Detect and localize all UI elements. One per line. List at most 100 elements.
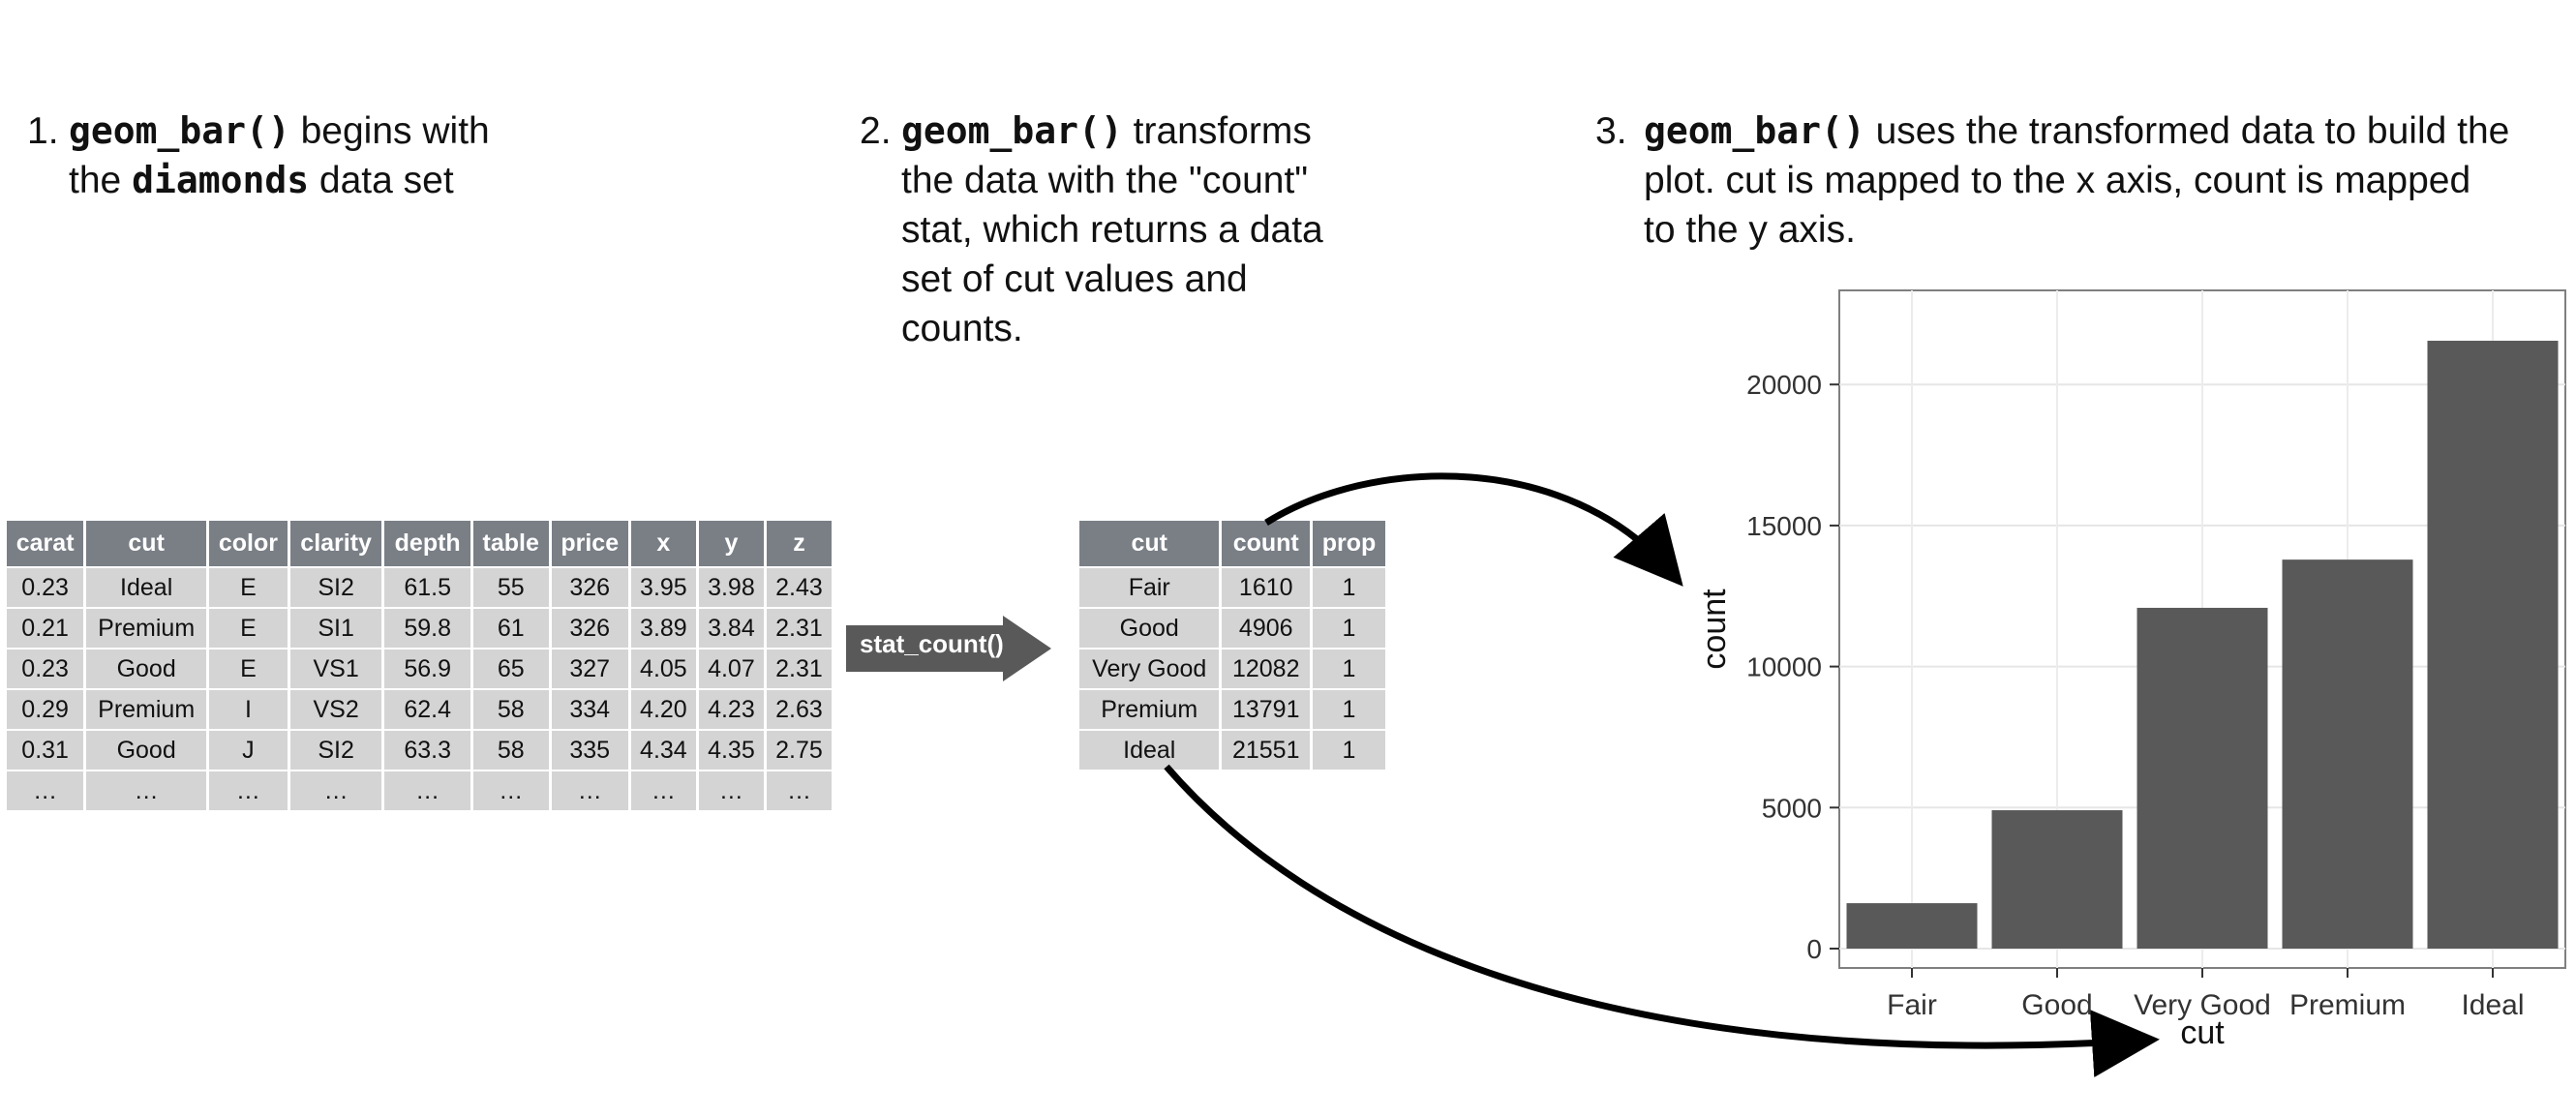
table-cell: 2.31 [766,650,832,690]
table-cell: … [630,771,696,812]
table-cell: 3.84 [698,609,764,650]
step-2-number: 2. [860,110,892,152]
y-tick-label: 10000 [1746,652,1822,682]
step-2-line-1: transforms [1122,110,1312,152]
y-tick-label: 0 [1806,934,1822,964]
table-cell: 0.29 [7,690,84,731]
table-cell: Premium [86,609,207,650]
step-1-code: geom_bar() [69,109,290,152]
table-cell: … [551,771,628,812]
y-tick-label: 5000 [1762,793,1822,823]
diamonds-header-4: depth [384,521,470,568]
table-cell: E [209,568,288,609]
table-cell: 65 [472,650,549,690]
diamonds-header-8: y [698,521,764,568]
y-tick-label: 20000 [1746,370,1822,400]
step-3-line-1: uses the transformed data to build the [1864,110,2510,152]
step-3-code: geom_bar() [1644,109,1865,152]
table-cell: 61 [472,609,549,650]
table-cell: J [209,731,288,771]
diamonds-header-6: price [551,521,628,568]
table-cell: 62.4 [384,690,470,731]
table-cell: … [289,771,382,812]
table-cell: 1610 [1222,568,1310,609]
stat-count-label: stat_count() [860,629,1004,658]
table-cell: Good [86,731,207,771]
table-cell: 0.23 [7,568,84,609]
step-1-dataset: diamonds [132,159,310,201]
table-cell: 4.35 [698,731,764,771]
table-cell: 1 [1313,731,1385,771]
step-2-line-5: counts. [901,308,1023,349]
table-cell: Good [86,650,207,690]
table-cell: 58 [472,731,549,771]
table-cell: 4.07 [698,650,764,690]
table-cell: 4.20 [630,690,696,731]
x-tick-label: Good [2021,989,2092,1021]
step-1-number: 1. [27,110,59,152]
step-2-line-4: set of cut values and [901,258,1248,300]
diamonds-header-3: clarity [289,521,382,568]
table-cell: 61.5 [384,568,470,609]
table-cell: 334 [551,690,628,731]
x-axis-label: cut [2180,1014,2225,1045]
step-3-line-2: plot. cut is mapped to the x axis, count… [1644,160,2471,201]
table-cell: 0.21 [7,609,84,650]
table-cell: 4.05 [630,650,696,690]
table-cell: 55 [472,568,549,609]
step-1-text-2b: data set [309,160,454,201]
bar-good [1991,810,2123,949]
table-cell: 2.63 [766,690,832,731]
table-cell: 326 [551,568,628,609]
table-cell: 0.23 [7,650,84,690]
table-cell: 1 [1313,568,1385,609]
table-cell: … [472,771,549,812]
bar-very-good [2137,607,2268,949]
count-header-2: prop [1313,521,1385,568]
y-tick-label: 15000 [1746,511,1822,541]
x-tick-label: Fair [1887,989,1937,1021]
diamonds-header-7: x [630,521,696,568]
table-cell: VS2 [289,690,382,731]
bar-premium [2282,559,2413,949]
step-3-line-3: to the y axis. [1644,209,1856,251]
table-cell: SI2 [289,568,382,609]
table-cell: SI2 [289,731,382,771]
table-cell: E [209,609,288,650]
count-header-1: count [1222,521,1310,568]
step-2-line-2: the data with the "count" [901,160,1309,201]
diamonds-header-1: cut [86,521,207,568]
table-cell: Ideal [1079,731,1220,771]
y-axis-label: count [1696,589,1733,670]
diamonds-header-5: table [472,521,549,568]
step-1-caption: 1. geom_bar() begins with the diamonds d… [27,106,608,205]
table-cell: 326 [551,609,628,650]
table-cell: 2.75 [766,731,832,771]
table-cell: … [86,771,207,812]
table-cell: Fair [1079,568,1220,609]
table-cell: … [698,771,764,812]
table-cell: Very Good [1079,650,1220,690]
step-1-text-2a: the [69,160,133,201]
step-1-text: begins with [289,110,490,152]
table-cell: 12082 [1222,650,1310,690]
table-cell: 2.43 [766,568,832,609]
table-cell: 4.23 [698,690,764,731]
table-cell: 1 [1313,690,1385,731]
table-cell: E [209,650,288,690]
table-cell: Premium [86,690,207,731]
table-cell: Ideal [86,568,207,609]
step-3-caption: 3. geom_bar() uses the transformed data … [1595,106,2573,255]
table-cell: SI1 [289,609,382,650]
